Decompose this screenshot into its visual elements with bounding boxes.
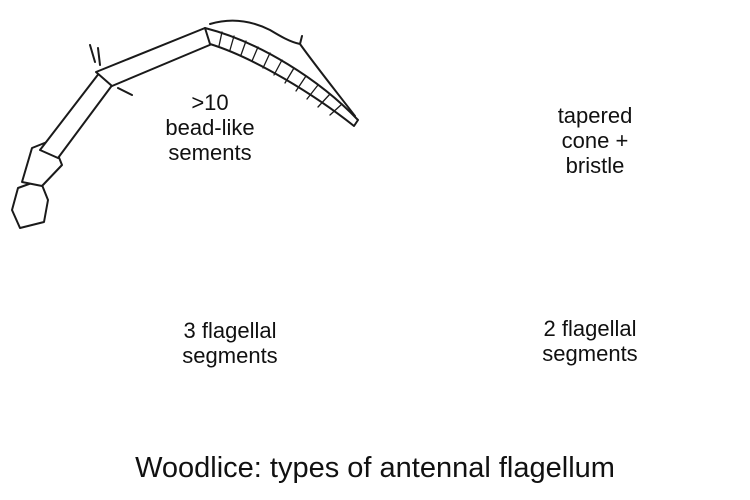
label-2-segments: 2 flagellal segments bbox=[542, 316, 638, 366]
figure-title: Woodlice: types of antennal flagellum bbox=[135, 452, 615, 484]
label-tapered-cone: tapered cone + bristle bbox=[557, 103, 633, 178]
label-bead-like: >10 bead-like sements bbox=[165, 90, 255, 165]
antenna-bead-like bbox=[11, 19, 359, 229]
label-3-segments: 3 flagellal segments bbox=[182, 318, 278, 368]
